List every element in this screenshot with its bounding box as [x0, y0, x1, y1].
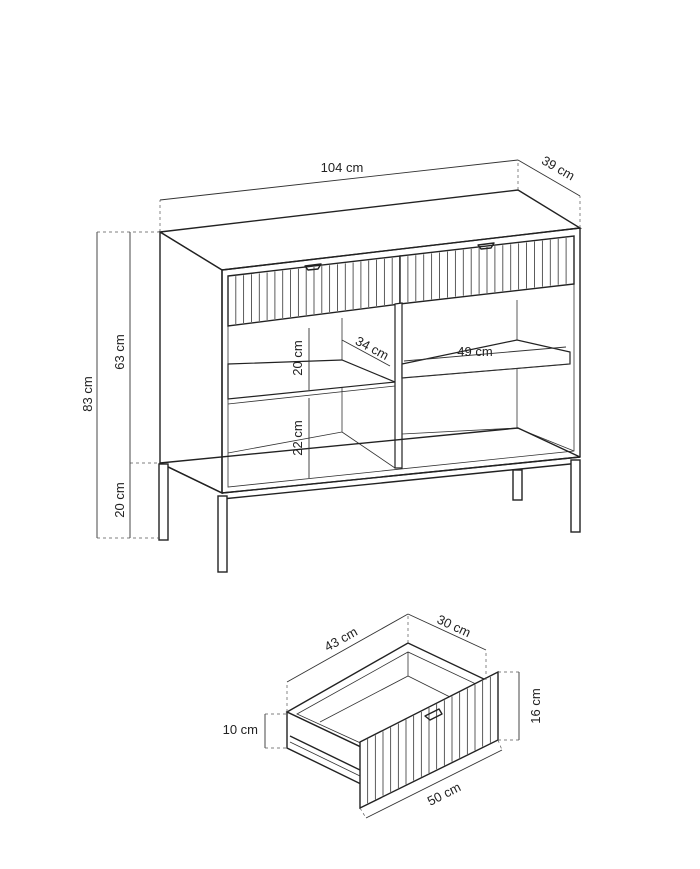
drawer-front-height-label: 16 cm [528, 688, 543, 723]
right-shelf [401, 339, 571, 379]
body-height-label: 63 cm [112, 334, 127, 369]
shelf-depth-dimension-line [341, 339, 391, 367]
depth-label: 39 cm [539, 153, 577, 184]
drawer-handle [424, 708, 443, 721]
floor-left [227, 431, 343, 454]
left-shelf-edge [227, 385, 396, 405]
base-rail-front [221, 462, 581, 500]
right-drawer-handle [477, 242, 495, 250]
leg-front-left [158, 463, 169, 541]
drawer-inner-width-label: 43 cm [322, 624, 360, 654]
right-drawer-flutes [407, 237, 567, 303]
width-dimension-line [159, 159, 519, 201]
leg-back-right [512, 469, 523, 501]
drawer-front-width-label: 50 cm [425, 779, 463, 808]
drawer-inner-depth-label: 30 cm [435, 612, 473, 641]
leg-height-label: 20 cm [112, 482, 127, 517]
shelf-depth-label: 34 cm [353, 333, 391, 363]
left-shelf [227, 359, 396, 400]
drawer [285, 642, 499, 810]
drawer-inner-width-line [286, 613, 409, 683]
sideboard [157, 189, 583, 573]
base-frame [159, 427, 581, 494]
sideboard-left-side [159, 230, 223, 495]
floor-right [401, 427, 518, 435]
drawer-inner-depth-line [407, 613, 487, 651]
depth-dimension-line [517, 159, 581, 197]
drawer-runner [289, 735, 361, 771]
center-divider [394, 302, 403, 469]
shelf-width-label: 49 cm [457, 344, 492, 359]
total-height-label: 83 cm [80, 376, 95, 411]
drawer-inner-height-label: 10 cm [223, 722, 258, 737]
left-drawer-handle [304, 263, 322, 271]
leg-front-left-center [217, 495, 228, 573]
drawer-front-flutes [367, 676, 491, 804]
drawer-box-bottom [319, 675, 461, 723]
drawer-front-width-line [365, 749, 503, 819]
shelf-width-dimension-line [403, 346, 567, 362]
leg-front-right [570, 459, 581, 533]
back-wall-right [516, 300, 575, 452]
upper-compartment-label: 20 cm [290, 340, 305, 375]
right-shelf-edge [401, 363, 571, 379]
left-drawer-flutes [235, 257, 393, 324]
width-label: 104 cm [321, 160, 364, 175]
lower-compartment-label: 22 cm [290, 420, 305, 455]
